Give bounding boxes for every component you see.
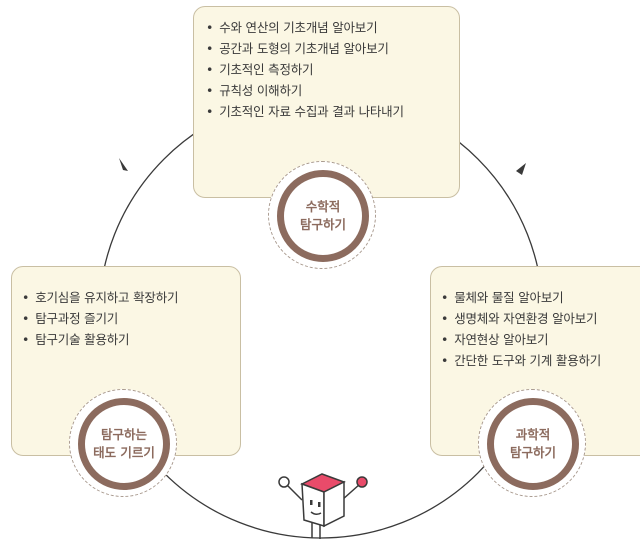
inquiry-attitude-list: 호기심을 유지하고 확장하기 탐구과정 즐기기 탐구기술 활용하기 — [22, 287, 240, 350]
badge-label-line2: 태도 기르기 — [93, 445, 155, 460]
cube-mascot-icon — [278, 473, 368, 539]
list-item: 물체와 물질 알아보기 — [441, 287, 640, 308]
list-item: 규칙성 이해하기 — [206, 80, 459, 101]
list-item: 탐구기술 활용하기 — [22, 329, 240, 350]
badge-ring: 탐구하는 태도 기르기 — [78, 398, 170, 490]
list-item: 호기심을 유지하고 확장하기 — [22, 287, 240, 308]
inquiry-attitude-box: 호기심을 유지하고 확장하기 탐구과정 즐기기 탐구기술 활용하기 — [11, 266, 241, 456]
badge-ring: 과학적 탐구하기 — [487, 398, 579, 490]
badge-label-line1: 탐구하는 — [100, 427, 147, 442]
list-item: 생명체와 자연환경 알아보기 — [441, 308, 640, 329]
list-item: 자연현상 알아보기 — [441, 329, 640, 350]
arrow-down-right — [516, 163, 526, 175]
science-inquiry-badge: 과학적 탐구하기 — [478, 389, 586, 497]
list-item: 수와 연산의 기초개념 알아보기 — [206, 17, 459, 38]
inquiry-attitude-badge: 탐구하는 태도 기르기 — [69, 389, 177, 497]
math-inquiry-list: 수와 연산의 기초개념 알아보기 공간과 도형의 기초개념 알아보기 기초적인 … — [206, 17, 459, 122]
list-item: 기초적인 자료 수집과 결과 나타내기 — [206, 101, 459, 122]
badge-label-line1: 수학적 — [305, 199, 341, 214]
list-item: 탐구과정 즐기기 — [22, 308, 240, 329]
arrow-up-left — [119, 158, 128, 171]
badge-label-line2: 탐구하기 — [509, 445, 556, 460]
list-item: 기초적인 측정하기 — [206, 59, 459, 80]
badge-label-line2: 탐구하기 — [299, 217, 346, 232]
science-inquiry-list: 물체와 물질 알아보기 생명체와 자연환경 알아보기 자연현상 알아보기 간단한… — [441, 287, 640, 371]
list-item: 공간과 도형의 기초개념 알아보기 — [206, 38, 459, 59]
badge-label-line1: 과학적 — [515, 427, 551, 442]
math-inquiry-badge: 수학적 탐구하기 — [268, 161, 376, 269]
badge-ring: 수학적 탐구하기 — [277, 170, 369, 262]
list-item: 간단한 도구와 기계 활용하기 — [441, 350, 640, 371]
